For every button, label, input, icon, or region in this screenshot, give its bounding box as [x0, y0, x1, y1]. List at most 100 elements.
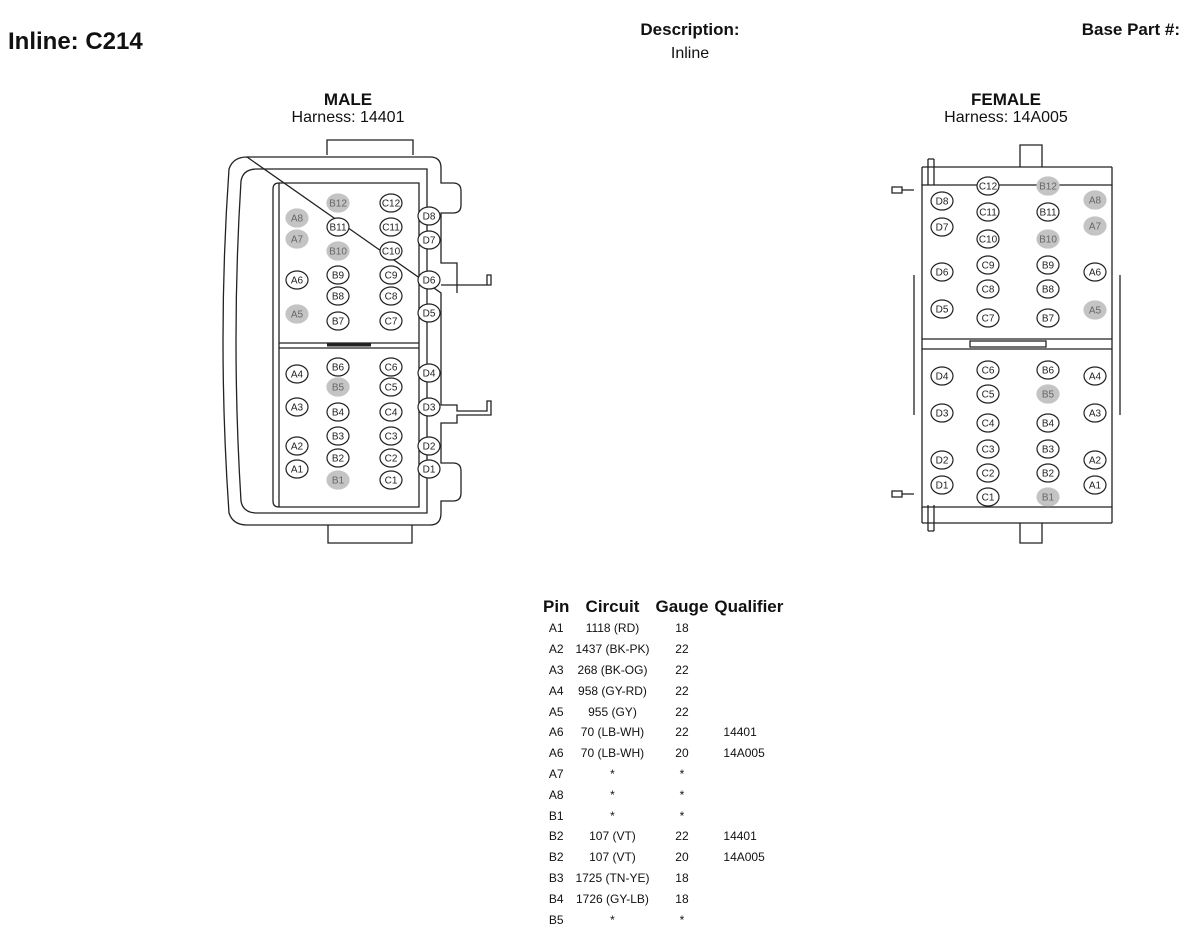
table-row: A7**	[540, 764, 786, 785]
cell-qualifier	[711, 680, 786, 701]
male-pin-d1-label: D1	[423, 465, 436, 476]
male-pin-c1-label: C1	[385, 476, 398, 487]
male-pin-a6-label: A6	[291, 276, 304, 287]
base-part-label: Base Part #:	[1081, 20, 1180, 39]
male-pin-b3-marker	[326, 426, 350, 446]
male-pin-a8-marker	[285, 208, 309, 228]
female-pin-b5-label: B5	[1042, 390, 1055, 401]
male-pin-c11-marker	[379, 217, 403, 237]
male-pin-a4-marker	[285, 364, 309, 384]
male-pin-c5-label: C5	[385, 383, 398, 394]
description-block: Description: Inline	[590, 20, 790, 63]
male-pin-d5-label: D5	[423, 309, 436, 320]
female-pin-b5-marker	[1036, 384, 1060, 404]
cell-circuit: *	[610, 766, 615, 781]
male-pin-b9-marker	[326, 265, 350, 285]
male-pin-a1-label: A1	[291, 465, 304, 476]
male-pin-c10-label: C10	[382, 247, 401, 258]
cell-gauge: 20	[675, 746, 689, 761]
male-pin-c2-marker	[379, 448, 403, 468]
header-pin: Pin	[543, 597, 570, 616]
female-pin-a6-label: A6	[1089, 268, 1102, 279]
female-pin-c10-label: C10	[979, 235, 998, 246]
cell-gauge: 18	[675, 891, 689, 906]
female-pin-b2-marker	[1036, 463, 1060, 483]
female-pin-c8-marker	[976, 279, 1000, 299]
female-label: FEMALE	[971, 90, 1041, 109]
female-pin-d8-label: D8	[936, 197, 949, 208]
male-label: MALE	[323, 90, 373, 109]
cell-qualifier: 14A005	[723, 746, 765, 761]
male-pin-b1-label: B1	[332, 476, 345, 487]
male-pin-b5-marker	[326, 377, 350, 397]
header-circuit: Circuit	[585, 597, 640, 616]
cell-pin: A2	[548, 642, 564, 657]
female-pin-b7-label: B7	[1042, 314, 1055, 325]
female-pin-c9-label: C9	[982, 261, 995, 272]
cell-circuit: 1726 (GY-LB)	[576, 891, 649, 906]
cell-circuit: 107 (VT)	[589, 850, 636, 865]
male-pin-a3-label: A3	[291, 403, 304, 414]
female-pin-c4-marker	[976, 413, 1000, 433]
female-pin-d5-marker	[930, 299, 954, 319]
female-pin-b8-marker	[1036, 279, 1060, 299]
male-pin-a3-marker	[285, 397, 309, 417]
female-pin-c4-label: C4	[982, 419, 995, 430]
female-pin-c6-label: C6	[982, 366, 995, 377]
cell-circuit: 107 (VT)	[589, 829, 636, 844]
female-pin-c9-marker	[976, 255, 1000, 275]
male-pin-a5-label: A5	[291, 310, 304, 321]
cell-qualifier	[711, 784, 786, 805]
cell-qualifier	[711, 868, 786, 889]
female-pin-d2-marker	[930, 450, 954, 470]
female-pin-a1-label: A1	[1089, 481, 1102, 492]
description-label: Description:	[640, 20, 740, 39]
male-pin-a7-marker	[285, 229, 309, 249]
male-pin-a2-label: A2	[291, 442, 304, 453]
female-pin-d4-marker	[930, 366, 954, 386]
male-pin-c10-marker	[379, 241, 403, 261]
cell-pin: B1	[548, 808, 564, 823]
cell-circuit: 70 (LB-WH)	[580, 746, 645, 761]
male-pin-d8-marker	[417, 206, 441, 226]
male-pin-a4-label: A4	[291, 370, 304, 381]
female-pin-a8-marker	[1083, 190, 1107, 210]
cell-pin: B2	[548, 829, 564, 844]
pin-table-header: Pin Circuit Gauge Qualifier	[540, 596, 786, 618]
cell-qualifier	[711, 909, 786, 930]
female-pin-c5-label: C5	[982, 390, 995, 401]
female-pin-b9-label: B9	[1042, 261, 1055, 272]
female-harness: Harness: 14A005	[944, 109, 1068, 126]
male-pin-b10-label: B10	[329, 247, 347, 258]
male-pin-b11-label: B11	[329, 223, 346, 234]
female-pin-c2-label: C2	[982, 469, 995, 480]
table-row: B5**	[540, 909, 786, 930]
male-pin-b4-label: B4	[332, 408, 345, 419]
female-pin-d6-label: D6	[936, 268, 949, 279]
cell-pin: A5	[548, 704, 564, 719]
male-pin-d2-label: D2	[423, 442, 436, 453]
male-pin-a8-label: A8	[291, 214, 304, 225]
female-pin-a1-marker	[1083, 475, 1107, 495]
male-pin-d8-label: D8	[423, 212, 436, 223]
male-pin-b3-label: B3	[332, 432, 345, 443]
cell-qualifier: 14401	[723, 829, 757, 844]
female-pin-a4-marker	[1083, 366, 1107, 386]
cell-gauge: 22	[675, 704, 689, 719]
male-pin-d3-label: D3	[423, 403, 436, 414]
male-pin-c7-marker	[379, 311, 403, 331]
male-pin-d4-marker	[417, 363, 441, 383]
female-pin-d6-marker	[930, 262, 954, 282]
table-row: B1**	[540, 805, 786, 826]
cell-pin: B5	[548, 912, 564, 927]
female-pin-a8-label: A8	[1089, 196, 1102, 207]
female-pin-b3-marker	[1036, 439, 1060, 459]
cell-qualifier	[711, 805, 786, 826]
male-pin-a5-marker	[285, 304, 309, 324]
female-pin-d8-marker	[930, 191, 954, 211]
female-pin-a3-marker	[1083, 403, 1107, 423]
